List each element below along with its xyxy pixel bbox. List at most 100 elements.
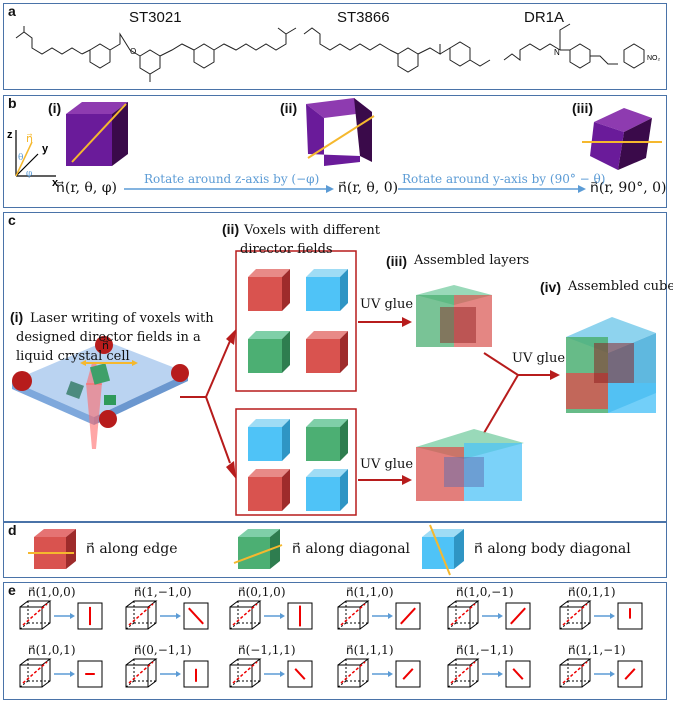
projection-label: n⃗(1,0,−1) (456, 585, 514, 599)
projection-item: n⃗(1,−1,0) (125, 585, 226, 633)
axis-x-label: x (52, 177, 59, 189)
voxel-cube (248, 469, 290, 511)
atom-o: O (130, 47, 136, 56)
projection-item: n⃗(0,1,0) (229, 585, 330, 633)
no2-label: NO₂ (647, 55, 661, 62)
projection-diagram (19, 658, 103, 688)
director-symbol: n⃗ (102, 339, 109, 352)
step-i-line-3: liquid crystal cell (16, 349, 130, 364)
projection-diagram (559, 600, 643, 630)
uv-glue-label-top: UV glue (360, 297, 414, 312)
projection-label: n⃗(1,1,0) (346, 585, 394, 599)
phi-label: φ (26, 169, 32, 179)
director-cube-ii (306, 98, 375, 166)
projection-item: n⃗(1,−1,1) (447, 643, 548, 691)
step-i-number: (i) (10, 309, 24, 325)
voxel-cube (306, 269, 348, 311)
axis-y-label: y (42, 143, 49, 155)
panel-c: c (3, 212, 673, 522)
molecule-name-3: DR1A (524, 9, 565, 26)
voxel-cube (248, 419, 290, 461)
legend-label-diagonal: n⃗ along diagonal (292, 541, 411, 557)
step-ii-number: (ii) (222, 221, 240, 237)
legend-cube-body-diagonal (422, 524, 464, 576)
projection-line (294, 668, 306, 680)
chemical-structures: N O NO₂ (15, 23, 661, 82)
projection-label: n⃗(1,1,1) (346, 643, 394, 657)
projection-line (402, 668, 414, 680)
projection-diagram (229, 658, 313, 688)
projection-diagram (559, 658, 643, 688)
rotation-text-1: Rotate around z-axis by (−φ) (144, 172, 320, 186)
axis-n-label: n⃗ (26, 132, 33, 145)
projection-diagram (125, 658, 209, 688)
projection-diagram (447, 600, 531, 630)
projection-label: n⃗(1,0,1) (28, 643, 76, 657)
legend-label-edge: n⃗ along edge (86, 541, 178, 557)
branch-arrows (180, 317, 560, 485)
projection-line (512, 668, 524, 680)
subfig-i-label: (i) (48, 100, 62, 116)
projection-label: n⃗(1,−1,1) (456, 643, 514, 657)
projection-diagram (447, 658, 531, 688)
molecule-name-2: ST3866 (337, 9, 390, 26)
subfig-ii-label: (ii) (280, 100, 298, 116)
voxel-cube (306, 469, 348, 511)
molecule-name-1: ST3021 (129, 9, 182, 26)
panel-a-label: a (8, 3, 16, 19)
projection-item: n⃗(0,−1,1) (125, 643, 226, 691)
projection-item: n⃗(1,1,−1) (559, 643, 660, 691)
projection-line (510, 607, 526, 625)
step-ii-line-2: director fields (240, 242, 333, 257)
assembled-cube (566, 317, 656, 413)
voxel-cube (248, 331, 290, 373)
panel-c-label: c (8, 212, 16, 228)
assembled-layer-bottom (416, 429, 524, 501)
panel-b: b z y x n (3, 95, 667, 208)
voxel-cube (248, 269, 290, 311)
projection-label: n⃗(−1,1,1) (238, 643, 296, 657)
step-i-description: Laser writing of voxels with designed di… (16, 309, 214, 366)
subfig-iii-label: (iii) (572, 100, 593, 116)
step-ii-description: Voxels with different director fields (240, 221, 380, 259)
panel-b-label: b (8, 95, 17, 111)
projection-item: n⃗(−1,1,1) (229, 643, 330, 691)
director-cube-i (66, 102, 128, 166)
projection-item: n⃗(1,1,0) (337, 585, 438, 633)
voxel-cubes (248, 269, 348, 511)
panel-e: e n⃗(1,0,0)n⃗(1,−1,0)n⃗(0,1,0)n⃗(1,1,0)n… (3, 582, 667, 700)
projection-label: n⃗(0,1,1) (568, 585, 616, 599)
panel-d-graphics (28, 524, 464, 576)
projection-label: n⃗(0,1,0) (238, 585, 286, 599)
panel-e-label: e (8, 582, 16, 598)
projection-label: n⃗(1,1,−1) (568, 643, 626, 657)
step-ii-line-1: Voxels with different (244, 223, 380, 238)
step-iii-number: (iii) (386, 253, 407, 269)
uv-glue-label-right: UV glue (512, 351, 566, 366)
projection-item: n⃗(0,1,1) (559, 585, 660, 633)
voxel-box-bottom (235, 408, 357, 516)
step-iv-number: (iv) (540, 279, 561, 295)
projection-diagram (125, 600, 209, 630)
legend-cube-diagonal (233, 529, 283, 569)
panel-d-label: d (8, 522, 17, 538)
projection-item: n⃗(1,0,1) (19, 643, 120, 691)
projection-line (400, 607, 416, 625)
projection-line (188, 607, 204, 625)
coordinate-axes (15, 130, 56, 177)
legend-label-body-diagonal: n⃗ along body diagonal (474, 541, 631, 557)
vector-3: n⃗(r, 90°, 0) (590, 180, 667, 196)
projection-diagram (19, 600, 103, 630)
step-i-line-2: designed director fields in a (16, 330, 201, 345)
projection-label: n⃗(1,−1,0) (134, 585, 192, 599)
assembled-layer-top (416, 285, 492, 347)
voxel-cube (306, 331, 348, 373)
panel-a: a ST3021 ST3866 DR1A (3, 3, 667, 90)
step-iii-description: Assembled layers (414, 253, 530, 268)
projection-diagram (337, 600, 421, 630)
projection-item: n⃗(1,0,−1) (447, 585, 548, 633)
step-i-line-1: Laser writing of voxels with (30, 311, 214, 326)
projection-diagram (229, 600, 313, 630)
rotation-arrow-2 (398, 185, 586, 193)
director-cube-iii (582, 108, 662, 170)
